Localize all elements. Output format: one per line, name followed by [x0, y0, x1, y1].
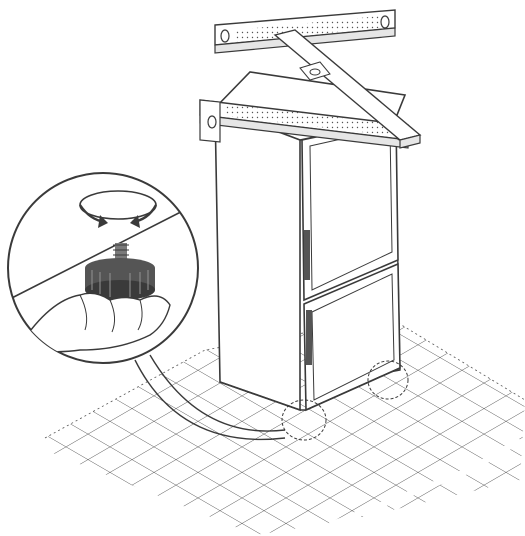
- freezer-handle: [306, 310, 312, 365]
- fridge-handle: [304, 230, 310, 280]
- level-vial-left: [207, 115, 217, 129]
- front-right-foot-marker: [367, 360, 409, 400]
- fridge-freezer: [213, 71, 407, 412]
- detail-callout: [7, 172, 199, 364]
- callout-pointer: [149, 354, 286, 432]
- level-vial-back-left: [220, 29, 230, 43]
- fridge-side: [214, 106, 301, 412]
- spirit-level-front: [199, 99, 409, 149]
- spirit-level-cross: [273, 29, 422, 149]
- hand-icon: [18, 292, 171, 353]
- front-left-foot-marker: [281, 399, 327, 441]
- adjustable-foot-icon: [85, 243, 155, 300]
- level-vial-center: [309, 68, 321, 76]
- rotate-arrows-icon: [79, 190, 158, 228]
- level-vial-back-right: [380, 15, 390, 29]
